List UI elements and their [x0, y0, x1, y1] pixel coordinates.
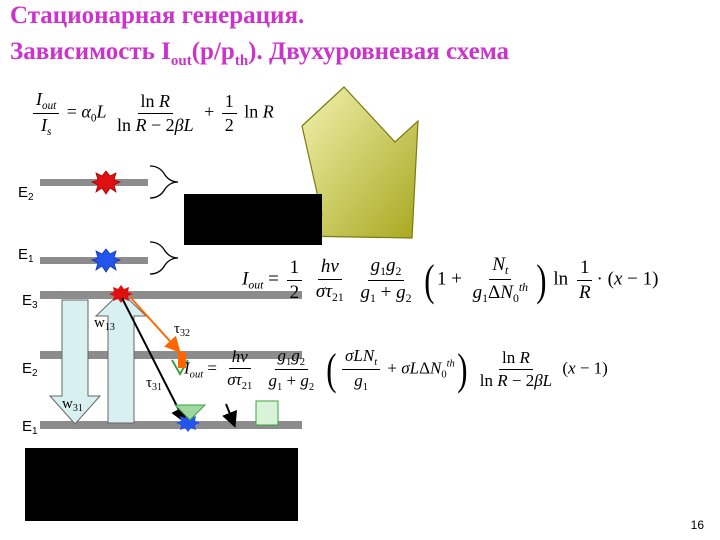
level-bar-three-e2: [40, 351, 302, 359]
pump-arrow-up: [94, 291, 148, 424]
slide-title-line2: Зависимость Iout(p/pth). Двухуровневая с…: [10, 38, 510, 69]
small-green-box: [255, 400, 279, 426]
rate-tau32: τ32: [174, 321, 191, 339]
orange-atom-e2: [178, 352, 186, 368]
decay-arrow-tau32: [129, 296, 181, 353]
label-three-level-e2: E2: [22, 360, 38, 379]
level-bar-three-e3: [40, 291, 302, 299]
label-three-level-e3: E3: [22, 292, 38, 311]
rate-w13: w13: [94, 315, 115, 333]
level-bar-three-e1: [40, 421, 302, 429]
small-green-arrow: [173, 404, 207, 421]
pump-arrow-down: [48, 299, 102, 425]
page-number: 16: [690, 518, 704, 532]
rate-w31: w31: [62, 396, 83, 414]
label-two-level-e1: E1: [18, 246, 34, 265]
slide-title-line1: Стационарная генерация.: [10, 2, 305, 29]
label-two-level-e2: E2: [18, 184, 34, 203]
small-black-arrow: [222, 403, 237, 428]
label-three-level-e1: E1: [22, 418, 38, 437]
blue-atom-e1: [176, 414, 200, 432]
rate-tau31: τ31: [146, 375, 163, 393]
brace-upper: [149, 165, 179, 199]
red-atom-upper: [90, 170, 122, 195]
red-atom-e3: [109, 285, 133, 303]
brace-lower: [149, 241, 179, 275]
decay-arrow-tau31: [121, 297, 186, 424]
black-box-lower: [25, 448, 298, 521]
blue-atom-lower: [90, 248, 122, 273]
black-box-upper: [184, 194, 322, 245]
